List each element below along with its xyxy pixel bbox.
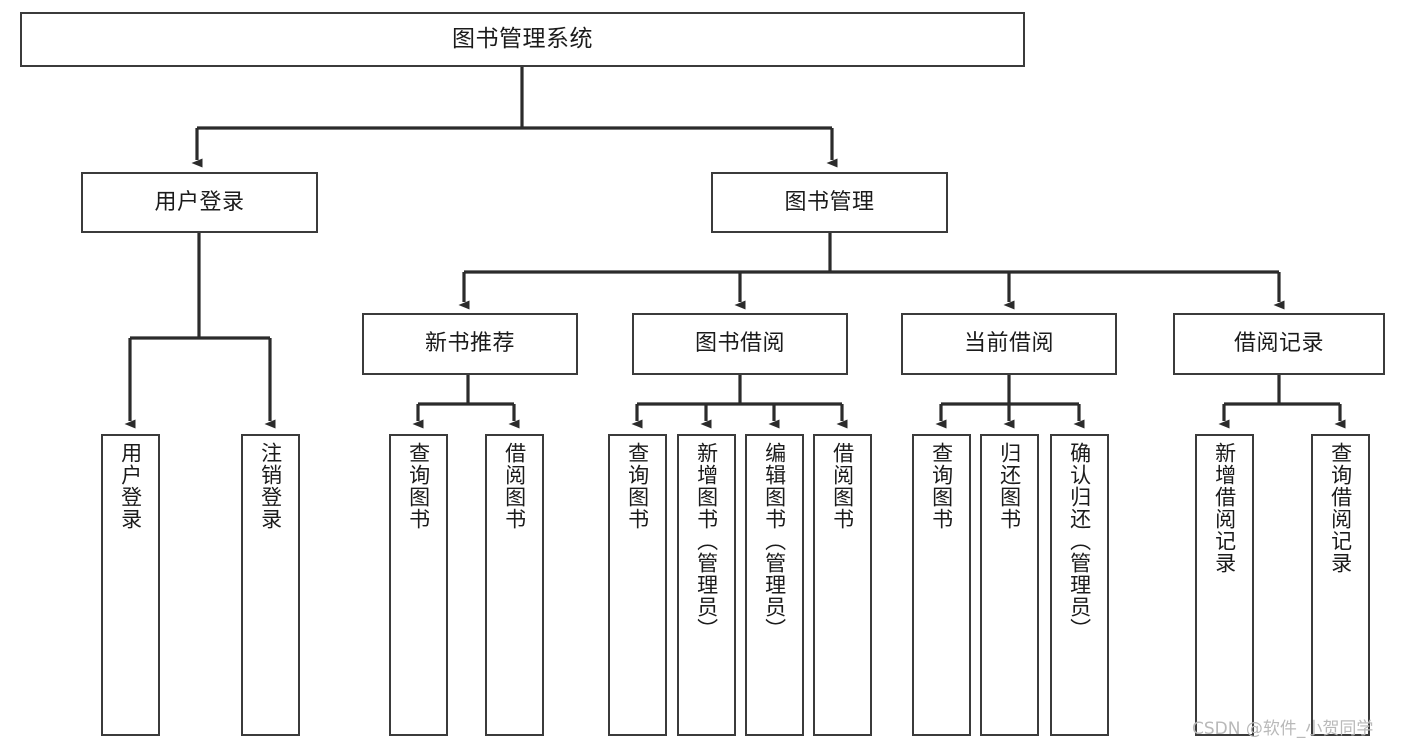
node-label: 新增借阅记录 xyxy=(1212,442,1237,574)
leaf-borrow-edit-book-admin[interactable]: 编辑图书（管理员） xyxy=(745,434,804,736)
node-label: 查询图书 xyxy=(929,442,954,530)
node-borrow-record[interactable]: 借阅记录 xyxy=(1173,313,1385,375)
leaf-borrow-add-book-admin[interactable]: 新增图书（管理员） xyxy=(677,434,736,736)
node-label: 用户登录 xyxy=(118,442,143,530)
leaf-current-query-book[interactable]: 查询图书 xyxy=(912,434,971,736)
leaf-user-login-login[interactable]: 用户登录 xyxy=(101,434,160,736)
node-label: 查询图书 xyxy=(406,442,431,530)
node-label: 查询借阅记录 xyxy=(1328,442,1353,574)
node-label: 图书管理系统 xyxy=(452,25,593,52)
watermark-text: CSDN @软件_小贺同学 xyxy=(1192,719,1374,739)
leaf-record-add-record[interactable]: 新增借阅记录 xyxy=(1195,434,1254,736)
node-label: 图书借阅 xyxy=(694,331,785,357)
leaf-recommend-borrow-book[interactable]: 借阅图书 xyxy=(485,434,544,736)
node-root-system[interactable]: 图书管理系统 xyxy=(20,12,1025,67)
leaf-record-query-record[interactable]: 查询借阅记录 xyxy=(1311,434,1370,736)
leaf-recommend-query-book[interactable]: 查询图书 xyxy=(389,434,448,736)
node-label: 新增图书（管理员） xyxy=(694,442,719,640)
node-label: 借阅图书 xyxy=(830,442,855,530)
node-label: 新书推荐 xyxy=(424,331,515,357)
node-label: 编辑图书（管理员） xyxy=(762,442,787,640)
node-label: 查询图书 xyxy=(625,442,650,530)
node-new-book-recommend[interactable]: 新书推荐 xyxy=(362,313,578,375)
node-label: 用户登录 xyxy=(154,189,245,215)
node-book-management[interactable]: 图书管理 xyxy=(711,172,948,233)
node-label: 借阅记录 xyxy=(1233,331,1324,357)
csdn-watermark: CSDN @软件_小贺同学 xyxy=(1192,714,1373,739)
node-current-borrow[interactable]: 当前借阅 xyxy=(901,313,1117,375)
node-label: 归还图书 xyxy=(997,442,1022,530)
leaf-current-return-book[interactable]: 归还图书 xyxy=(980,434,1039,736)
node-label: 注销登录 xyxy=(258,442,283,530)
node-label: 借阅图书 xyxy=(502,442,527,530)
leaf-user-login-logout[interactable]: 注销登录 xyxy=(241,434,300,736)
leaf-current-confirm-return-admin[interactable]: 确认归还（管理员） xyxy=(1050,434,1109,736)
node-book-borrow[interactable]: 图书借阅 xyxy=(632,313,848,375)
leaf-borrow-borrow-book[interactable]: 借阅图书 xyxy=(813,434,872,736)
node-label: 图书管理 xyxy=(784,189,875,215)
leaf-borrow-query-book[interactable]: 查询图书 xyxy=(608,434,667,736)
node-label: 确认归还（管理员） xyxy=(1067,442,1092,640)
node-label: 当前借阅 xyxy=(963,331,1054,357)
node-user-login[interactable]: 用户登录 xyxy=(81,172,318,233)
